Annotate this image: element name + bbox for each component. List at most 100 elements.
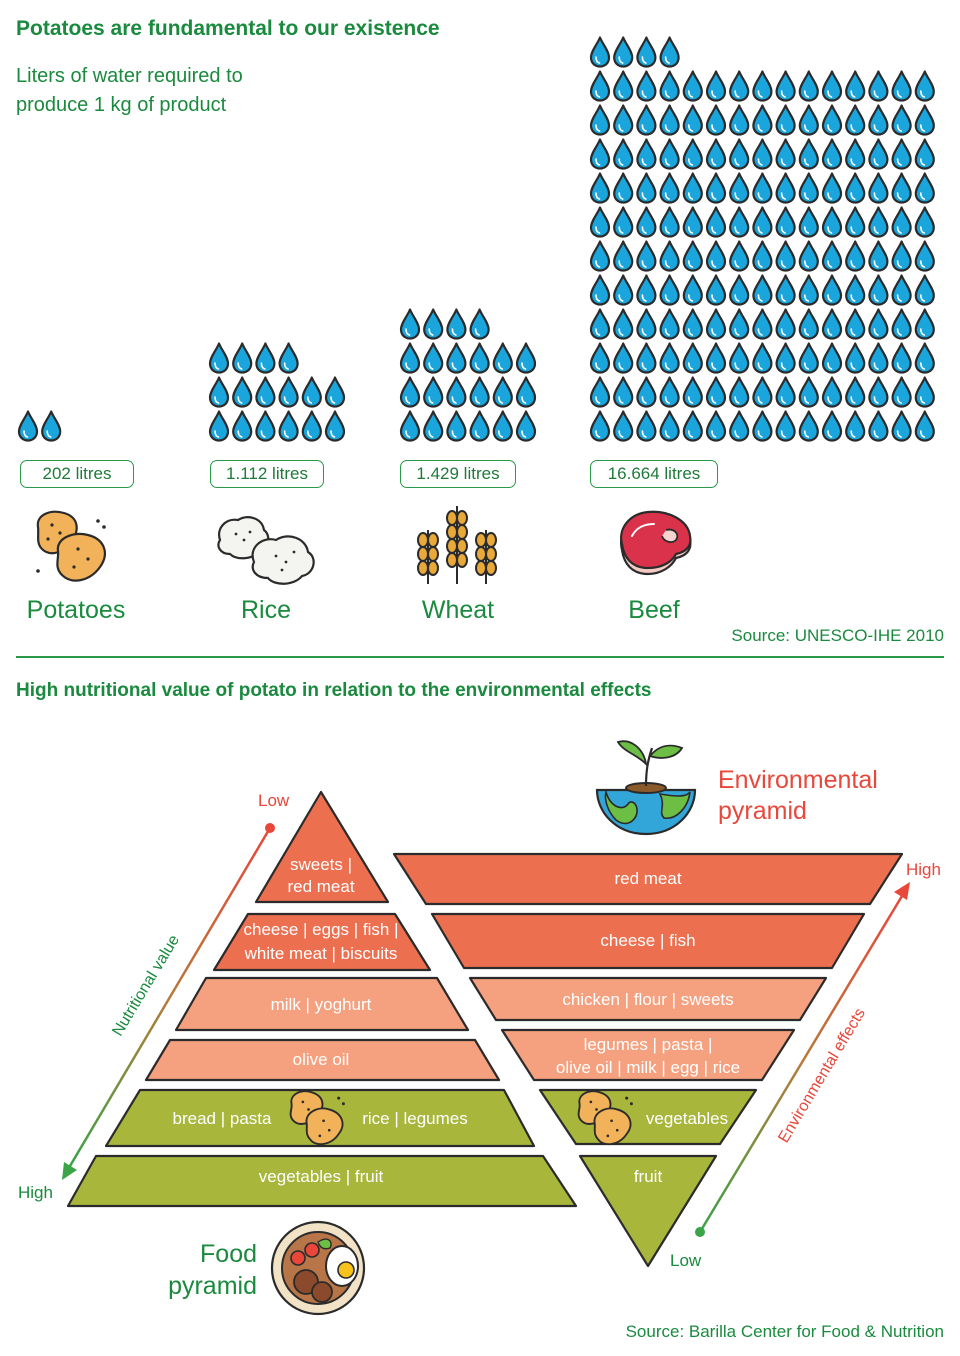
water-drop-icon bbox=[399, 308, 421, 340]
water-drop-icon bbox=[891, 70, 912, 102]
water-drop-icon bbox=[868, 274, 889, 306]
water-drop-icon bbox=[589, 138, 611, 170]
water-drop-icon bbox=[399, 376, 421, 408]
water-drop-icon bbox=[868, 342, 889, 374]
water-drop-icon bbox=[469, 376, 490, 408]
water-drop-icon bbox=[613, 240, 634, 272]
water-drop-icon bbox=[613, 308, 634, 340]
water-drop-icon bbox=[492, 342, 513, 374]
water-drop-icon bbox=[798, 70, 819, 102]
water-drop-icon bbox=[729, 172, 750, 204]
water-drop-icon bbox=[613, 36, 634, 68]
water-drop-icon bbox=[729, 308, 750, 340]
water-drop-icon bbox=[636, 36, 657, 68]
water-drop-icon bbox=[798, 172, 819, 204]
water-drop-icon bbox=[752, 104, 773, 136]
water-drop-icon bbox=[423, 410, 444, 442]
water-drop-icon bbox=[752, 70, 773, 102]
water-drop-icon bbox=[589, 206, 611, 238]
environmental-pyramid bbox=[392, 852, 904, 1268]
water-drop-icon bbox=[705, 70, 727, 102]
water-drop-icon bbox=[613, 172, 634, 204]
water-drop-icon bbox=[659, 410, 680, 442]
water-drop-icon bbox=[613, 104, 634, 136]
water-drop-icon bbox=[775, 274, 796, 306]
water-drop-icon bbox=[821, 240, 843, 272]
water-drop-icon bbox=[821, 138, 843, 170]
water-drop-icon bbox=[775, 70, 796, 102]
water-drop-icon bbox=[891, 240, 912, 272]
water-drop-icon bbox=[659, 376, 680, 408]
water-drop-icon bbox=[399, 342, 421, 374]
water-drop-icon bbox=[636, 240, 657, 272]
water-drop-icon bbox=[845, 104, 866, 136]
food-pyramid-label-1: Food bbox=[200, 1240, 257, 1268]
food-tier-3 bbox=[174, 976, 470, 1032]
food-axis-high: High bbox=[18, 1183, 53, 1202]
water-drop-icon bbox=[682, 342, 703, 374]
water-drop-icon bbox=[636, 274, 657, 306]
water-drop-icon bbox=[515, 342, 537, 374]
water-drop-icon bbox=[845, 240, 866, 272]
water-drop-icon bbox=[821, 342, 843, 374]
water-drop-icon bbox=[752, 172, 773, 204]
water-drop-icon bbox=[659, 104, 680, 136]
water-drop-icon bbox=[775, 342, 796, 374]
water-drop-icon bbox=[914, 342, 935, 374]
water-drop-icon bbox=[232, 376, 253, 408]
water-drop-icon bbox=[845, 70, 866, 102]
water-drop-icon bbox=[752, 410, 773, 442]
plate-icon bbox=[270, 1220, 366, 1316]
water-drop-icon bbox=[659, 240, 680, 272]
water-drop-icon bbox=[589, 308, 611, 340]
food-axis-low: Low bbox=[258, 791, 290, 810]
water-drop-icon bbox=[914, 206, 935, 238]
water-drop-icon bbox=[589, 70, 611, 102]
food-tier-5-text-left: bread | pasta bbox=[173, 1109, 272, 1128]
env-axis-low: Low bbox=[670, 1251, 702, 1270]
water-drop-icon bbox=[798, 308, 819, 340]
water-drop-icon bbox=[278, 342, 299, 374]
env-pyramid-label-1: Environmental bbox=[718, 766, 878, 794]
water-drop-icon bbox=[914, 410, 935, 442]
water-drop-icon bbox=[659, 36, 680, 68]
water-drop-icon bbox=[589, 172, 611, 204]
value-label-beef: 16.664 litres bbox=[590, 460, 718, 488]
water-drop-icon bbox=[705, 342, 727, 374]
source-pyramid: Source: Barilla Center for Food & Nutrit… bbox=[625, 1322, 944, 1341]
water-drop-icon bbox=[469, 342, 490, 374]
water-drop-icon bbox=[798, 104, 819, 136]
food-tier-4 bbox=[144, 1038, 501, 1082]
water-drop-icon bbox=[775, 104, 796, 136]
water-drop-icon bbox=[636, 70, 657, 102]
water-drop-icon bbox=[845, 342, 866, 374]
water-drop-icon bbox=[515, 376, 537, 408]
food-pyramid-label-2: pyramid bbox=[168, 1272, 257, 1300]
water-drop-icon bbox=[798, 342, 819, 374]
plant-globe-icon bbox=[595, 740, 697, 836]
food-tier-2 bbox=[212, 912, 432, 972]
water-drop-icon bbox=[682, 206, 703, 238]
water-drop-icon bbox=[423, 308, 444, 340]
water-drop-icon bbox=[659, 342, 680, 374]
category-label-beef: Beef bbox=[628, 596, 680, 624]
water-drop-icon bbox=[752, 138, 773, 170]
water-drop-icon bbox=[821, 70, 843, 102]
water-drop-icon bbox=[492, 410, 513, 442]
water-drop-icon bbox=[821, 172, 843, 204]
source-water: Source: UNESCO-IHE 2010 bbox=[731, 626, 944, 645]
water-drop-icon bbox=[729, 206, 750, 238]
env-tier-3 bbox=[468, 976, 828, 1022]
page-title: Potatoes are fundamental to our existenc… bbox=[16, 17, 440, 40]
food-tier-4-text: olive oil bbox=[293, 1050, 350, 1069]
water-drop-icon bbox=[705, 138, 727, 170]
water-drop-icon bbox=[589, 410, 611, 442]
water-drop-icon bbox=[589, 274, 611, 306]
water-drop-icon bbox=[891, 308, 912, 340]
env-tier-6-text: fruit bbox=[634, 1167, 663, 1186]
water-drop-icon bbox=[515, 410, 537, 442]
water-drop-icon bbox=[775, 308, 796, 340]
water-drop-icon bbox=[845, 376, 866, 408]
water-drop-icon bbox=[705, 240, 727, 272]
water-drop-icon bbox=[775, 376, 796, 408]
